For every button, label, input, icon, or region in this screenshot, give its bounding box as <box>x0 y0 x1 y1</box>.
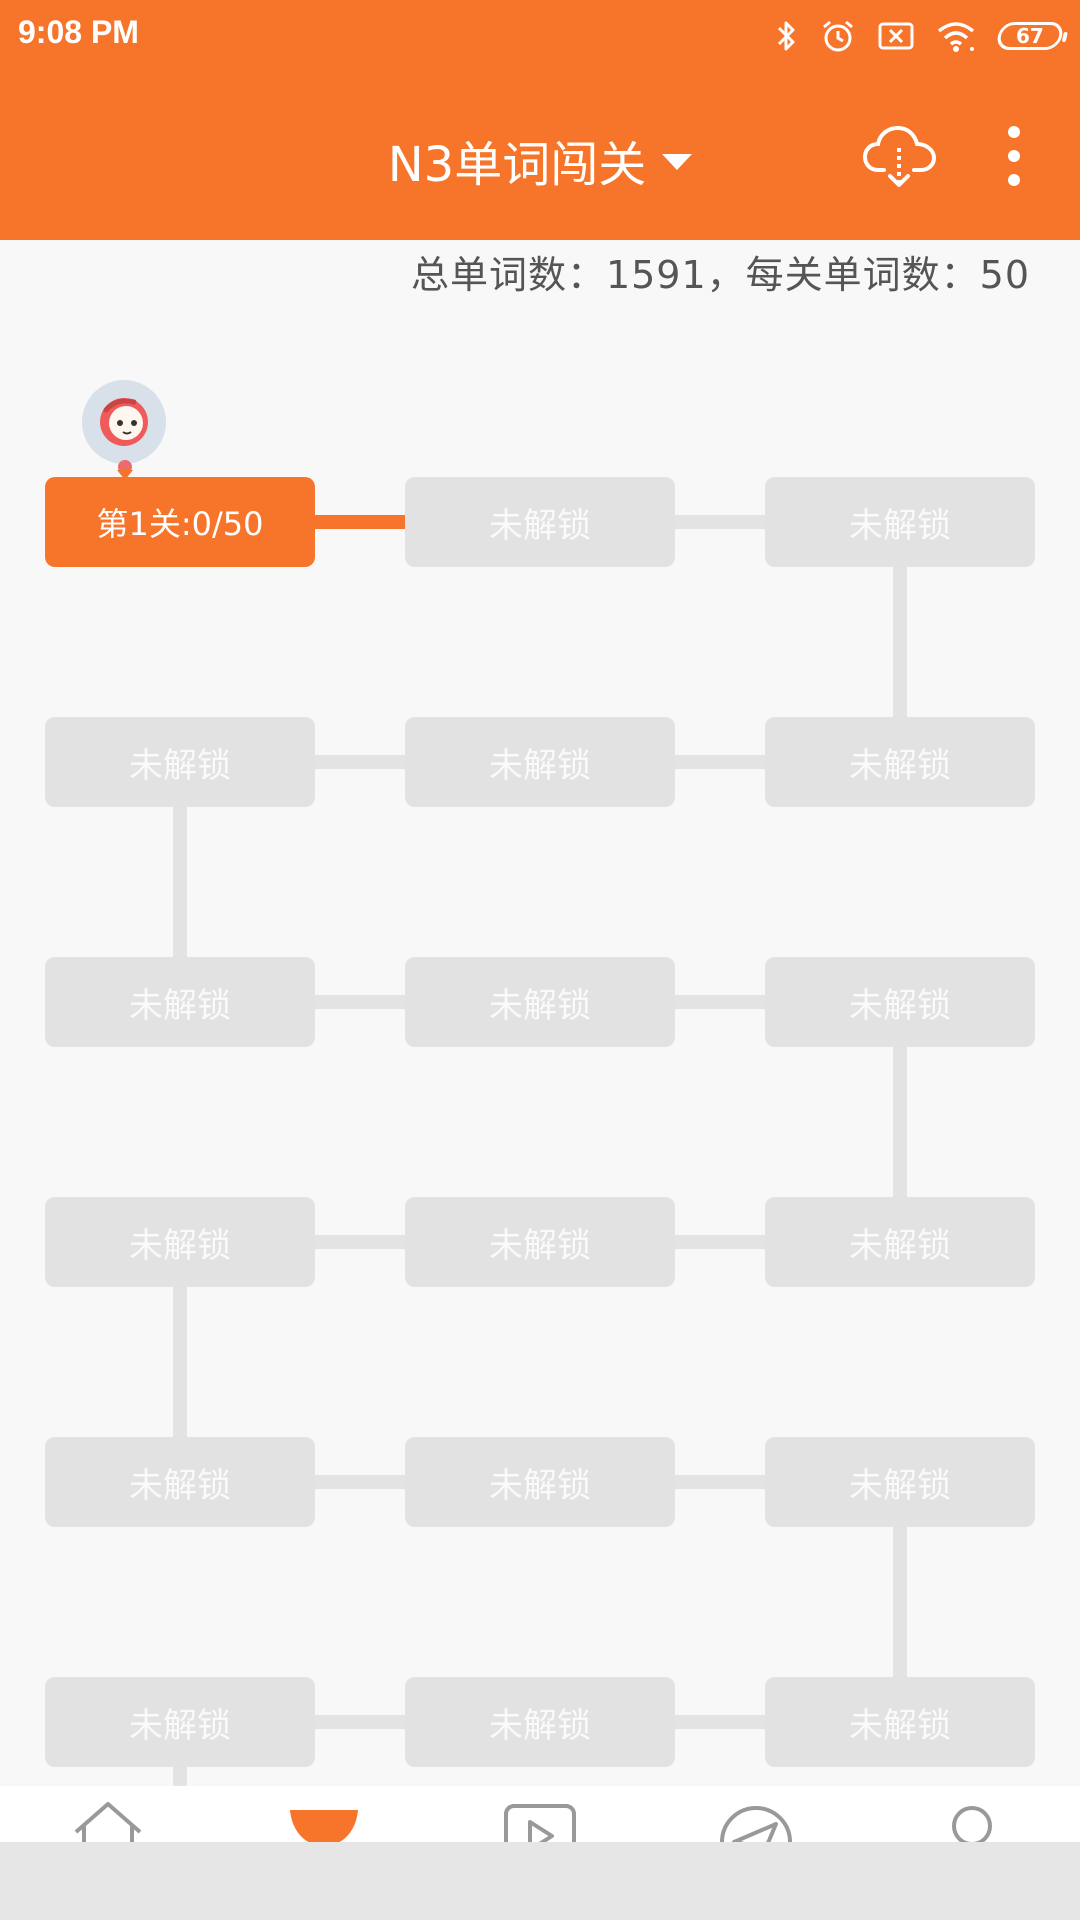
app-header: 9:08 PM 67 <box>0 0 1080 240</box>
path-connector <box>675 515 765 529</box>
path-connector <box>675 1715 765 1729</box>
level-node[interactable]: 未解锁 <box>45 1197 315 1287</box>
level-node[interactable]: 未解锁 <box>405 717 675 807</box>
level-node[interactable]: 未解锁 <box>405 957 675 1047</box>
path-connector <box>315 1235 405 1249</box>
level-node[interactable]: 未解锁 <box>765 1197 1035 1287</box>
level-node[interactable]: 未解锁 <box>45 717 315 807</box>
path-connector <box>315 995 405 1009</box>
course-selector[interactable]: N3单词闯关 <box>387 125 693 195</box>
bluetooth-icon <box>777 21 795 51</box>
path-connector <box>675 1235 765 1249</box>
level-node[interactable]: 未解锁 <box>765 1677 1035 1767</box>
level-node[interactable]: 第1关:0/50 <box>45 477 315 567</box>
level-node[interactable]: 未解锁 <box>765 477 1035 567</box>
pin-tip-icon <box>117 470 133 480</box>
path-connector <box>893 1047 907 1197</box>
path-connector <box>893 567 907 717</box>
level-node[interactable]: 未解锁 <box>765 957 1035 1047</box>
play-icon[interactable] <box>500 1796 580 1842</box>
word-count-summary: 总单词数：1591，每关单词数：50 <box>410 253 1030 297</box>
cloud-download-icon[interactable] <box>862 118 938 194</box>
path-connector <box>173 1287 187 1437</box>
status-time: 9:08 PM <box>18 14 139 50</box>
path-connector <box>675 1475 765 1489</box>
path-connector <box>315 755 405 769</box>
path-connector <box>675 995 765 1009</box>
level-node[interactable]: 未解锁 <box>405 477 675 567</box>
level-node[interactable]: 未解锁 <box>765 717 1035 807</box>
wifi-icon <box>937 22 975 52</box>
path-connector <box>893 1527 907 1677</box>
mascot-icon <box>100 398 148 446</box>
more-options-icon[interactable] <box>996 126 1032 186</box>
avatar <box>82 380 166 464</box>
level-node[interactable]: 未解锁 <box>405 1197 675 1287</box>
sim-blocked-icon <box>878 22 914 50</box>
path-connector <box>315 1475 405 1489</box>
level-node[interactable]: 未解锁 <box>45 1677 315 1767</box>
title-bar: N3单词闯关 <box>0 120 1080 200</box>
system-nav-bar <box>0 1842 1080 1920</box>
home-icon[interactable] <box>68 1796 148 1842</box>
trophy-icon[interactable] <box>284 1796 364 1842</box>
alarm-icon <box>823 20 853 52</box>
level-node[interactable]: 未解锁 <box>45 1437 315 1527</box>
level-node[interactable]: 未解锁 <box>45 957 315 1047</box>
path-connector <box>315 515 405 529</box>
bottom-nav <box>0 1786 1080 1842</box>
path-connector <box>315 1715 405 1729</box>
path-connector <box>173 807 187 957</box>
page-title: N3单词闯关 <box>387 137 647 193</box>
level-node[interactable]: 未解锁 <box>765 1437 1035 1527</box>
send-icon[interactable] <box>716 1796 796 1842</box>
person-icon[interactable] <box>932 1796 1012 1842</box>
level-node[interactable]: 未解锁 <box>405 1677 675 1767</box>
status-icons: 67 <box>776 14 1065 58</box>
dropdown-caret-icon <box>662 154 693 170</box>
level-node[interactable]: 未解锁 <box>405 1437 675 1527</box>
path-connector <box>675 755 765 769</box>
